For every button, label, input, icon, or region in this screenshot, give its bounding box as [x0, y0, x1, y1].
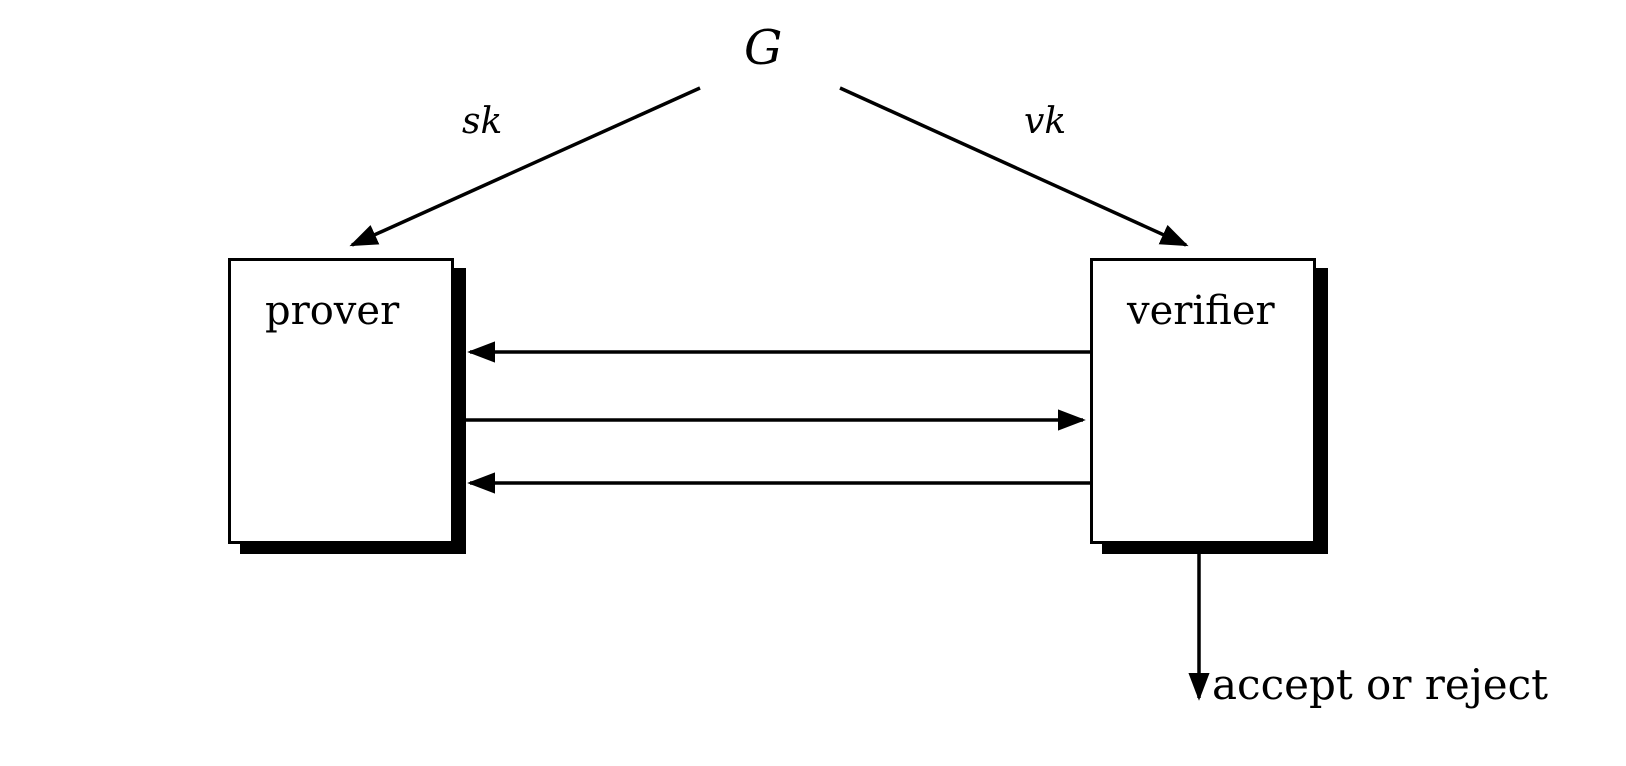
verifier-label: verifier	[1127, 288, 1275, 334]
arrow-g-to-verifier	[839, 86, 1189, 247]
verifier-box: verifier	[1090, 258, 1316, 544]
prover-box: prover	[228, 258, 454, 544]
prover-label: prover	[265, 288, 400, 334]
sk-edge-label: sk	[462, 101, 503, 142]
arrow-g-to-prover	[349, 86, 701, 247]
generator-label: G	[744, 20, 783, 76]
verdict-label: accept or reject	[1212, 660, 1548, 709]
vk-edge-label: vk	[1024, 101, 1067, 142]
